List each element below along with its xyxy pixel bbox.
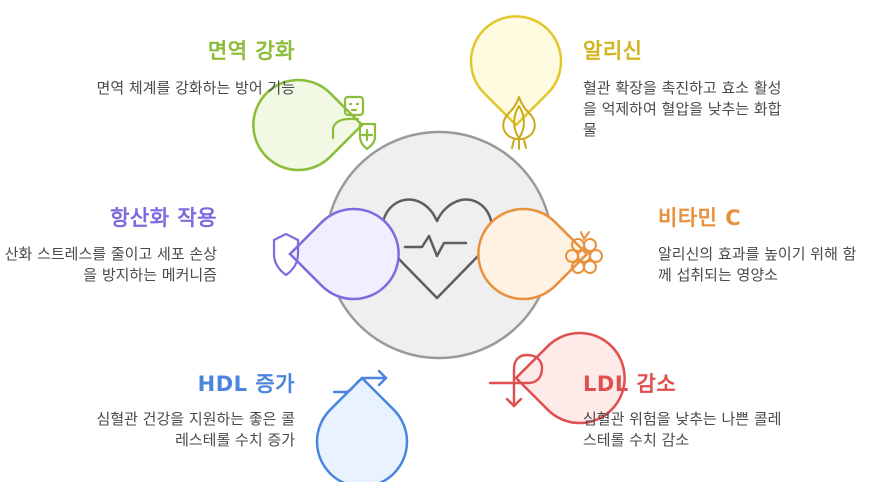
vitamin-c-node: [477, 207, 603, 301]
shield-icon: [272, 232, 300, 277]
ldl-description: 심혈관 위험을 낮추는 나쁜 콜레스테롤 수치 감소: [583, 410, 782, 449]
immune-title: 면역 강화: [207, 39, 295, 63]
heart-pulse-icon: [381, 198, 493, 300]
allicin-description: 혈관 확장을 촉진하고 효소 활성을 억제하여 혈압을 낮추는 화합물: [583, 79, 782, 139]
immune-description: 면역 체계를 강화하는 방어 기능: [96, 79, 295, 97]
allicin-title: 알리신: [583, 39, 643, 63]
hdl-node: [315, 369, 409, 482]
trend-up-arrow-icon: [332, 369, 388, 394]
immune-node: [252, 78, 377, 172]
antioxidant-title: 항산화 작용: [110, 206, 217, 230]
hdl-description: 심혈관 건강을 지원하는 좋은 콜레스테롤 수치 증가: [96, 410, 295, 449]
ldl-node: [488, 331, 626, 425]
vitamin-c-title: 비타민 C: [658, 206, 742, 230]
down-arrow-loop-icon: [488, 353, 544, 408]
garlic-icon: [502, 96, 536, 150]
allicin-node: [469, 15, 563, 150]
hdl-title: HDL 증가: [197, 372, 295, 396]
ldl-title: LDL 감소: [583, 372, 677, 396]
user-shield-icon: [331, 95, 377, 151]
antioxidant-description: 산화 스트레스를 줄이고 세포 손상을 방지하는 메커니즘: [4, 245, 217, 284]
berry-icon: [565, 231, 603, 274]
antioxidant-node: [272, 207, 400, 301]
vitamin-c-description: 알리신의 효과를 높이기 위해 함께 섭취되는 영양소: [658, 245, 857, 284]
